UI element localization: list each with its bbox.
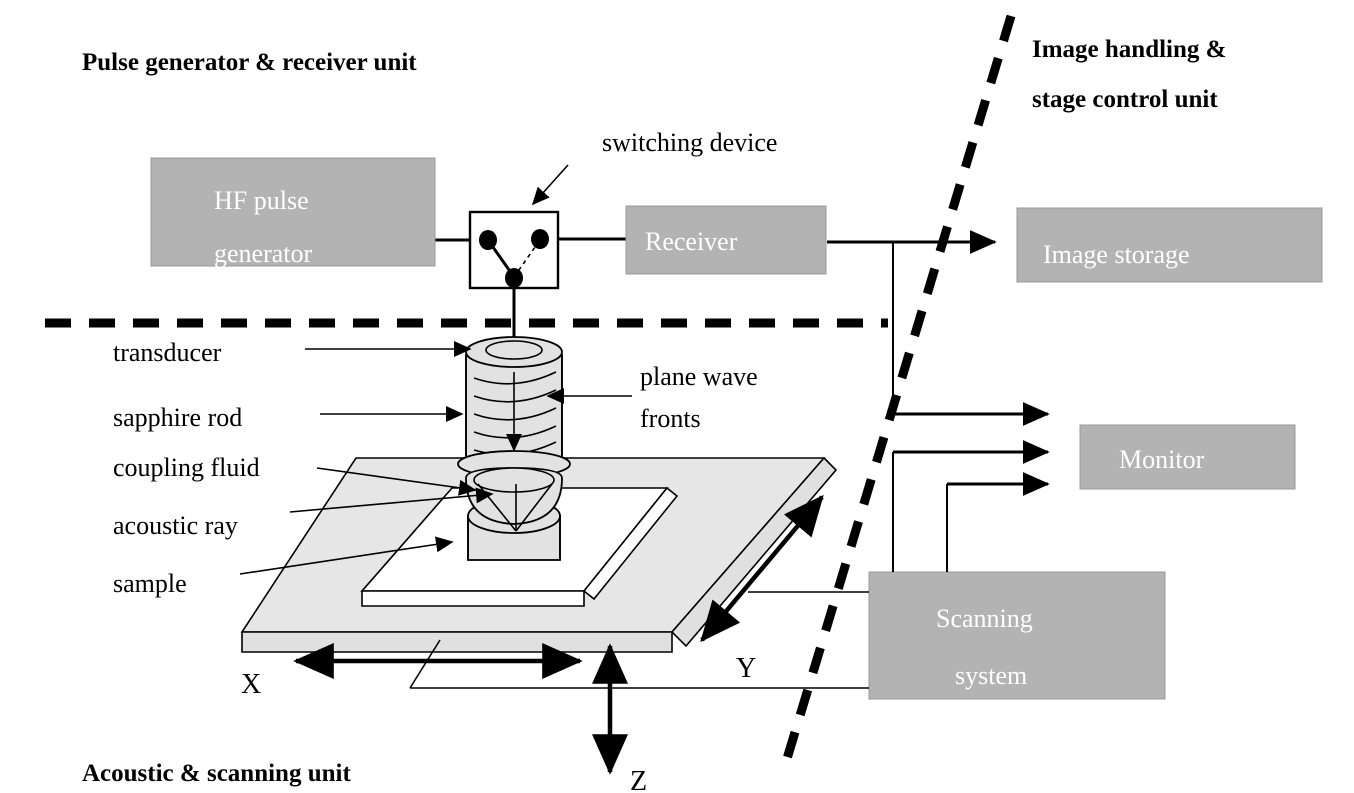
box-receiver[interactable] <box>625 205 827 275</box>
wire-scanning-to-stage-lower <box>409 639 869 689</box>
wire-scanning-to-monitor-mid <box>892 440 1050 572</box>
axis-arrow-y <box>700 494 824 643</box>
leader-acoustic-ray <box>289 487 494 513</box>
wire-scanning-to-monitor-low <box>946 472 1050 572</box>
switch-terminal-common <box>505 268 523 288</box>
box-monitor[interactable] <box>1079 424 1296 490</box>
leader-switching-device <box>531 164 569 206</box>
box-scanning-system[interactable] <box>868 571 1166 700</box>
coupling-fluid-lens <box>457 450 571 525</box>
leader-coupling-fluid <box>316 467 477 496</box>
leader-sample <box>239 536 454 575</box>
wire-receiver-drop-to-monitor <box>892 243 1050 426</box>
box-hf-pulse-generator[interactable] <box>150 157 436 267</box>
switch-terminal-right <box>531 229 549 249</box>
switch-terminal-left <box>479 230 497 250</box>
switching-device-symbol[interactable] <box>468 210 560 290</box>
box-image-storage[interactable] <box>1016 207 1323 283</box>
